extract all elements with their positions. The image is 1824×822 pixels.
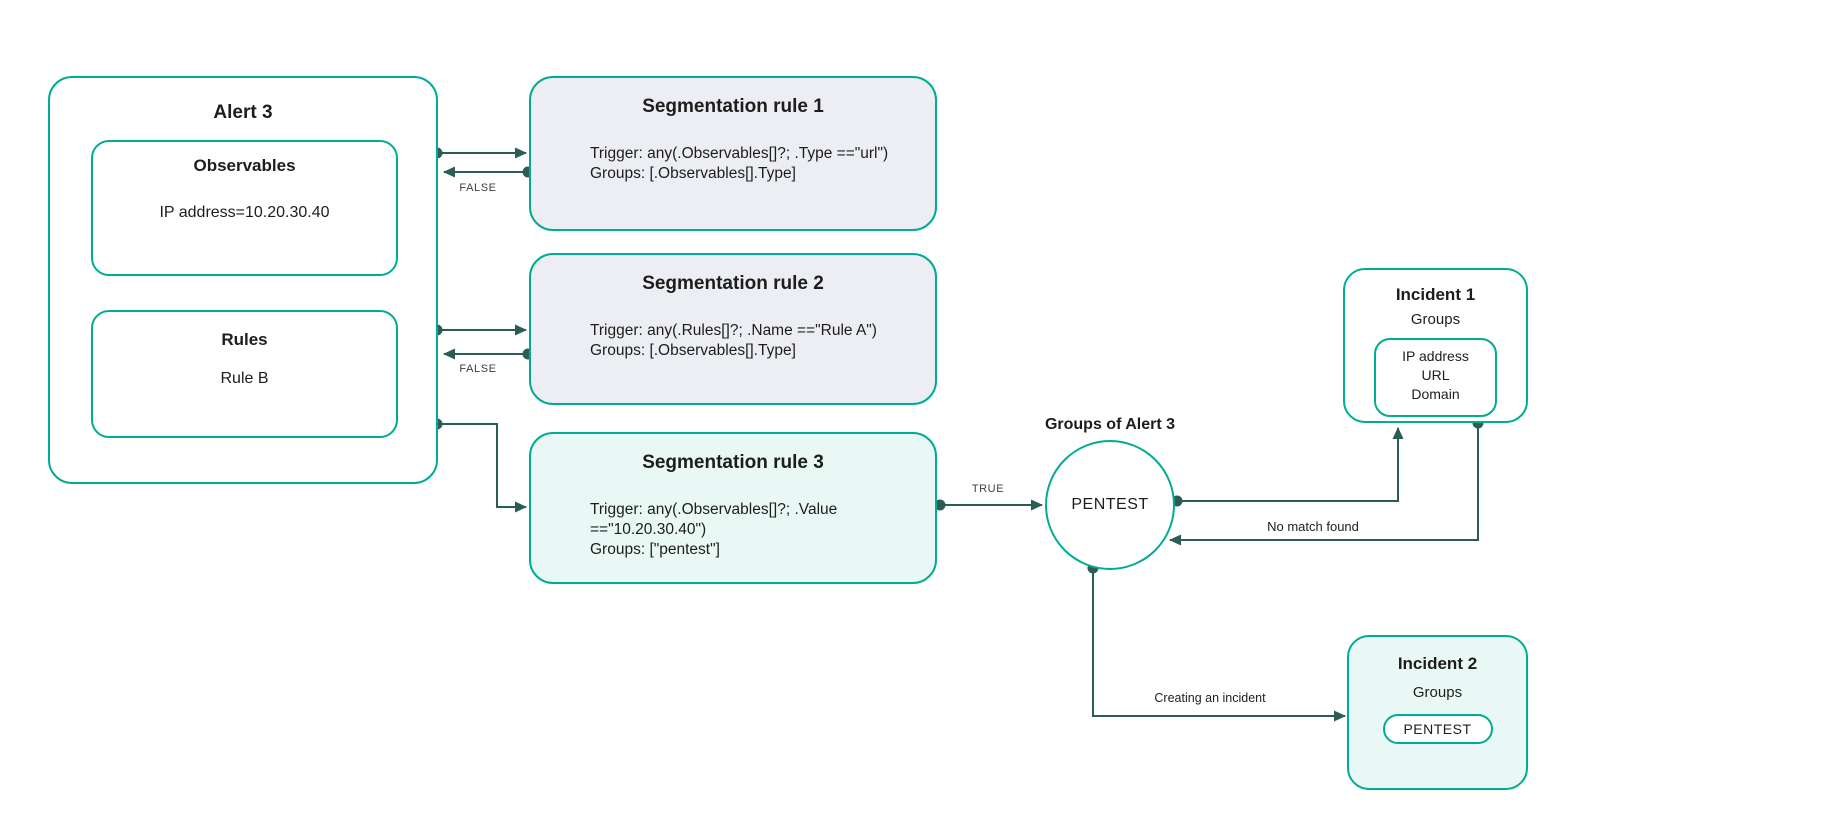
- rules-box: Rules Rule B: [91, 310, 398, 438]
- segmentation-rule3-title: Segmentation rule 3: [642, 452, 824, 473]
- junction-dot-rule3-out: [934, 499, 946, 511]
- edge-incident1-no-match-return: [1169, 423, 1479, 546]
- groups-node: PENTEST: [1045, 440, 1175, 570]
- observables-box: Observables IP address=10.20.30.40: [91, 140, 398, 276]
- segmentation-rule3-trigger: Trigger: any(.Observables[]?; .Value =="…: [590, 501, 838, 538]
- observables-value: IP address=10.20.30.40: [159, 204, 330, 221]
- segmentation-rule1-title: Segmentation rule 1: [642, 96, 824, 117]
- incident1-group-item: Domain: [1411, 386, 1460, 402]
- groups-of-alert3-label: Groups of Alert 3: [1044, 416, 1176, 433]
- segmentation-rule2-title: Segmentation rule 2: [642, 273, 824, 294]
- false-label-rule1: FALSE: [459, 182, 497, 194]
- groups-node-value: PENTEST: [1071, 496, 1149, 513]
- segmentation-rule3-box: Segmentation rule 3 Trigger: any(.Observ…: [529, 432, 937, 584]
- incident2-box: Incident 2 Groups PENTEST: [1347, 635, 1528, 790]
- incident2-title: Incident 2: [1397, 654, 1478, 673]
- rules-title: Rules: [221, 330, 268, 349]
- segmentation-rule2-groups: Groups: [.Observables[].Type]: [590, 342, 796, 359]
- edge-groups-to-incident2: [1092, 568, 1346, 722]
- incident1-box: Incident 1 Groups IP address URL Domain: [1343, 268, 1528, 423]
- segmentation-rule3-groups: Groups: ["pentest"]: [590, 541, 720, 558]
- segmentation-rule1-trigger: Trigger: any(.Observables[]?; .Type =="u…: [590, 145, 889, 162]
- segmentation-rule2-trigger: Trigger: any(.Rules[]?; .Name =="Rule A"…: [590, 322, 877, 339]
- segmentation-rule2-box: Segmentation rule 2 Trigger: any(.Rules[…: [529, 253, 937, 405]
- rules-value: Rule B: [220, 370, 269, 387]
- incident2-group-pill: PENTEST: [1382, 714, 1493, 744]
- segmentation-rule1-body: Trigger: any(.Observables[]?; .Type =="u…: [590, 144, 935, 184]
- segmentation-rule3-body: Trigger: any(.Observables[]?; .Value =="…: [590, 500, 935, 560]
- segmentation-rule2-body: Trigger: any(.Rules[]?; .Name =="Rule A"…: [590, 321, 935, 361]
- incident1-subtitle: Groups: [1410, 311, 1461, 328]
- incident1-title: Incident 1: [1395, 285, 1476, 304]
- alert3-box: Alert 3 Observables IP address=10.20.30.…: [48, 76, 438, 484]
- edge-alert-to-rule3: [437, 423, 527, 513]
- observables-title: Observables: [193, 156, 296, 175]
- false-label-rule2: FALSE: [459, 363, 497, 375]
- incident1-group-item: IP address: [1402, 348, 1469, 364]
- true-label-rule3: TRUE: [971, 483, 1005, 495]
- alert3-title: Alert 3: [213, 102, 273, 123]
- segmentation-rule1-groups: Groups: [.Observables[].Type]: [590, 165, 796, 182]
- edge-groups-to-incident1: [1177, 427, 1404, 502]
- no-match-found-label: No match found: [1267, 519, 1359, 534]
- creating-an-incident-label: Creating an incident: [1154, 691, 1266, 705]
- incident2-subtitle: Groups: [1412, 684, 1463, 701]
- segmentation-rule1-box: Segmentation rule 1 Trigger: any(.Observ…: [529, 76, 937, 231]
- incident1-groups-box: IP address URL Domain: [1374, 338, 1497, 417]
- incident1-group-item: URL: [1421, 367, 1450, 383]
